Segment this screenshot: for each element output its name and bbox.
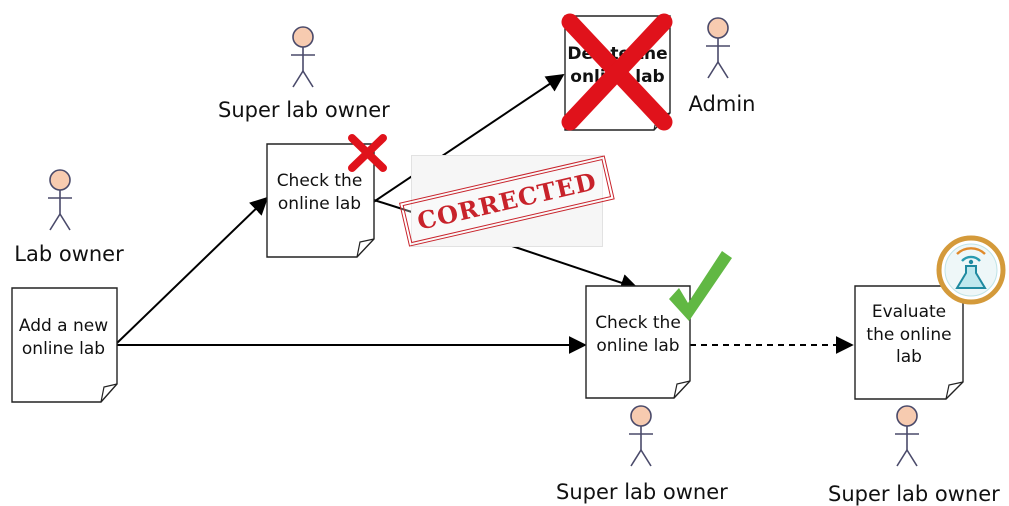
doc-shape-check-mid [585,285,691,399]
actor-label-super-lab-owner-top: Super lab owner [218,98,390,122]
red-x-icon-check-top [348,134,387,172]
arrow-check-top-to-stamp [373,199,419,215]
doc-shape-add-lab [11,287,118,403]
doc-check-mid-line1: Check the [595,313,681,334]
actor-icon-super-lab-owner-top [291,26,315,88]
actor-label-super-lab-owner-right: Super lab owner [828,482,1000,506]
actor-icon-super-lab-owner-right [895,405,919,467]
doc-evaluate-line3: lab [896,347,922,368]
doc-check-mid-line2: online lab [596,336,680,356]
actor-label-lab-owner: Lab owner [14,242,124,266]
doc-check-top-line1: Check the [276,171,363,192]
actor-icon-lab-owner [48,169,72,231]
corrected-stamp: CORRECTED [399,155,615,247]
arrow-add-to-check-top [116,196,269,344]
lab-flask-badge-icon [936,235,1006,305]
actor-label-super-lab-owner-mid: Super lab owner [556,480,728,504]
actor-icon-admin [706,17,730,79]
actor-icon-super-lab-owner-mid [629,405,653,467]
green-check-icon [669,251,732,321]
doc-check-top-line2: online lab [277,194,362,214]
doc-evaluate-line2: the online [866,324,952,345]
doc-add-lab-line1: Add a new [18,316,109,337]
arrow-stamp-to-check-mid [511,245,639,292]
arrow-check-top-to-delete [371,73,565,204]
corrected-stamp-text: CORRECTED [399,155,615,247]
red-x-icon-delete [561,13,673,131]
doc-evaluate-line1: Evaluate [871,301,947,322]
actor-label-admin: Admin [688,92,756,116]
doc-add-lab-line2: online lab [21,339,106,359]
